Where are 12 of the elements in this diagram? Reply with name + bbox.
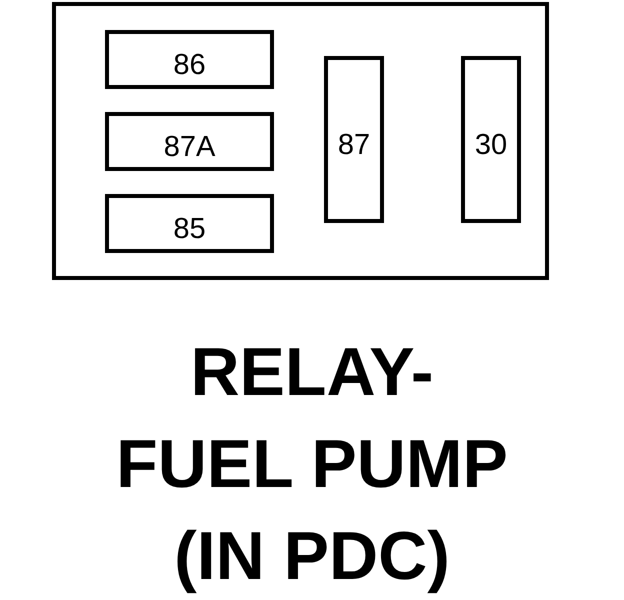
caption: RELAY- FUEL PUMP (IN PDC) xyxy=(115,333,509,596)
terminal-box xyxy=(105,112,274,171)
terminal-box xyxy=(461,56,521,223)
terminal-box xyxy=(105,194,274,253)
relay-outline xyxy=(52,2,549,280)
terminal-number: 87A xyxy=(164,131,216,164)
terminal-number: 86 xyxy=(173,49,206,82)
terminal-number: 85 xyxy=(173,213,206,246)
terminal-number: 87 xyxy=(338,129,370,162)
terminal-box xyxy=(105,30,274,89)
terminal-box xyxy=(324,56,384,223)
terminal-number: 30 xyxy=(474,129,508,162)
